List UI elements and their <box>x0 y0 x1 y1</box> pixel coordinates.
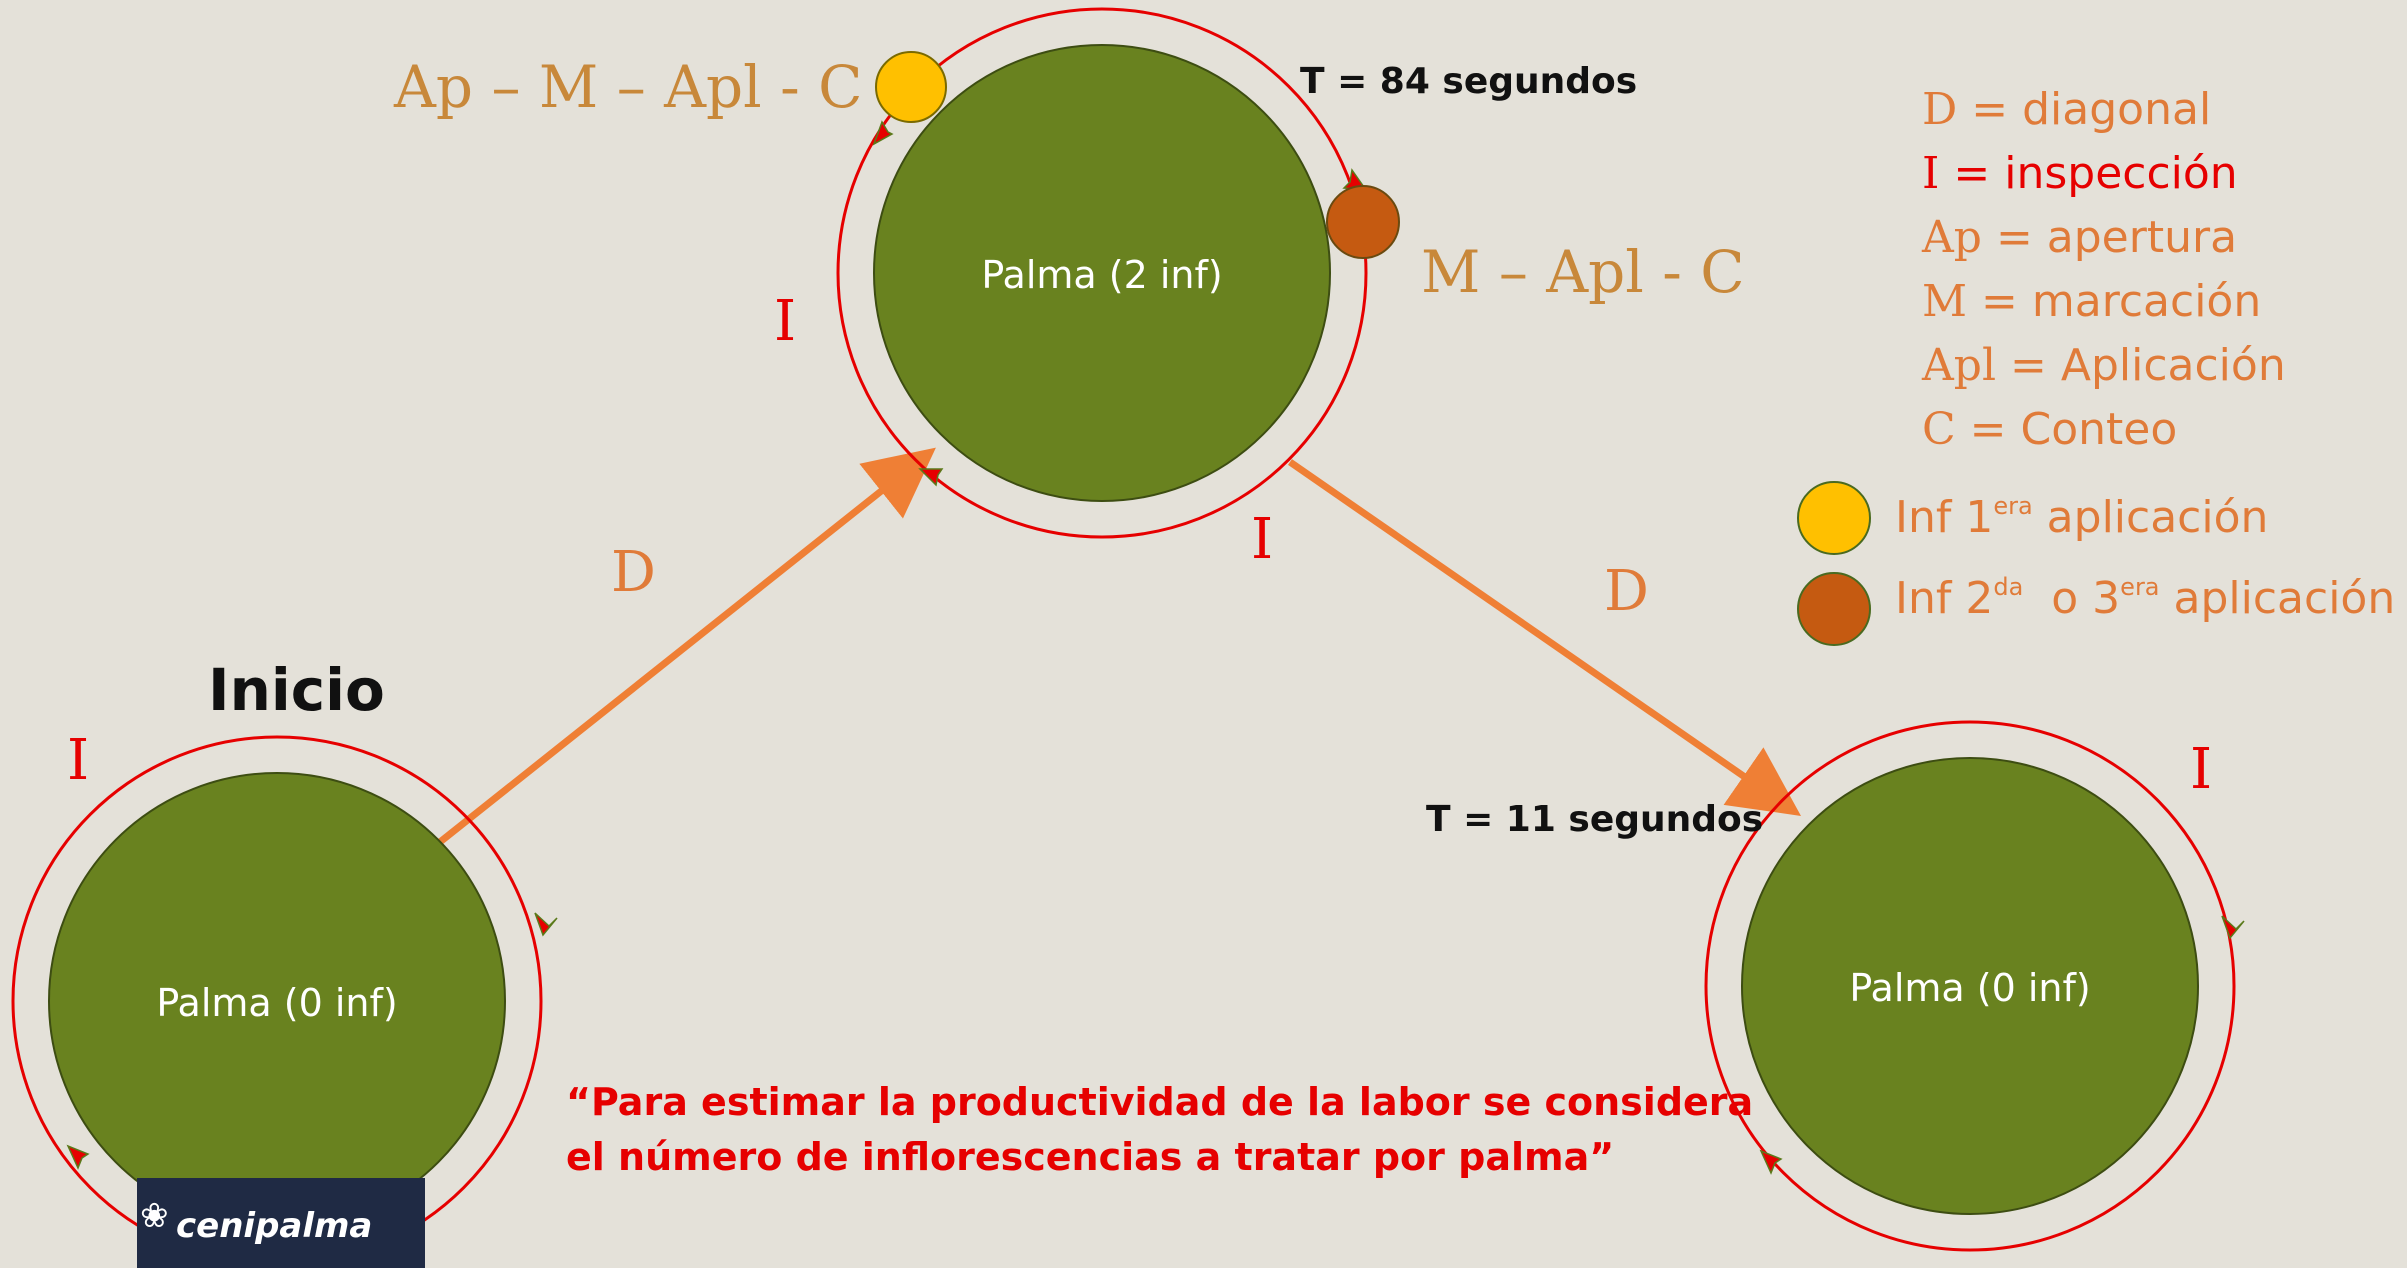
ring-arrowhead <box>1342 168 1368 191</box>
palm-middle <box>873 44 1331 502</box>
inspection-mark-middle-left: I <box>774 289 797 354</box>
legend-inf-first-label: Inf 1era aplicación <box>1895 494 2268 540</box>
palm-end <box>1741 757 2199 1215</box>
ring-arrowhead <box>872 120 894 146</box>
legend-inf-second-sup: da <box>1993 573 2024 601</box>
inspection-ring-end <box>1704 720 2236 1252</box>
inspection-mark-middle-right: I <box>1251 507 1274 572</box>
ring-arrow-markers <box>66 120 2245 1175</box>
legend-desc: = Aplicación <box>1996 340 2286 391</box>
time-label-middle: T = 84 segundos <box>1300 61 1638 102</box>
diagonal-mark-1: D <box>611 540 656 605</box>
legend-key: Ap <box>1922 212 1982 263</box>
legend-desc: = diagonal <box>1957 84 2212 135</box>
legend-key: I <box>1922 148 1940 199</box>
ring-arrowhead <box>918 468 944 487</box>
cenipalma-logo <box>137 1178 425 1268</box>
legend-key: C <box>1922 404 1956 455</box>
ring-arrowhead <box>1759 1149 1783 1175</box>
legend-item-aplicacion: Apl = Aplicación <box>1922 344 2286 388</box>
task-sequence-first: Ap – M – Apl - C <box>394 53 863 121</box>
legend-desc: = inspección <box>1939 148 2238 199</box>
legend-key: Apl <box>1922 340 1997 391</box>
start-label: Inicio <box>208 656 385 724</box>
inspection-mark-end: I <box>2190 737 2213 802</box>
quote-line-2: el número de inflorescencias a tratar po… <box>566 1135 1615 1179</box>
legend-item-apertura: Ap = apertura <box>1922 216 2237 260</box>
diagonal-arrow-2 <box>1288 459 1802 816</box>
diagonal-arrow-1 <box>437 447 936 845</box>
legend-desc: = Conteo <box>1955 404 2178 455</box>
palm-end-label: Palma (0 inf) <box>1849 966 2091 1010</box>
palm-middle-label: Palma (2 inf) <box>981 253 1223 297</box>
ring-arrowhead <box>2221 915 2245 940</box>
legend-inf-second-base: Inf 2 <box>1895 573 1994 624</box>
inflorescence-second-marker <box>1326 185 1400 259</box>
time-label-end: T = 11 segundos <box>1426 799 1764 840</box>
legend-item-conteo: C = Conteo <box>1922 408 2177 452</box>
inflorescence-first-marker <box>875 51 947 123</box>
logo-text: cenipalma <box>176 1206 373 1246</box>
inspection-mark-start: I <box>67 728 90 793</box>
palm-start-label: Palma (0 inf) <box>156 981 398 1025</box>
legend-key: M <box>1922 276 1968 327</box>
legend-inf-first-symbol <box>1797 481 1871 555</box>
legend-item-diagonal: D = diagonal <box>1922 88 2211 132</box>
diagonal-mark-2: D <box>1604 559 1649 624</box>
palm-logo-icon: ❀ <box>140 1196 169 1236</box>
legend-item-inspeccion: I = inspección <box>1922 152 2238 196</box>
legend-item-marcacion: M = marcación <box>1922 280 2261 324</box>
legend-desc: = marcación <box>1967 276 2262 327</box>
legend-inf-first-sup: era <box>1993 492 2033 520</box>
legend-desc: = apertura <box>1981 212 2238 263</box>
quote-line-1: “Para estimar la productividad de la lab… <box>566 1080 1754 1124</box>
legend-inf-second-symbol <box>1797 572 1871 646</box>
legend-inf-second-label: Inf 2da o 3era aplicación <box>1895 575 2395 621</box>
inspection-ring-middle <box>836 7 1368 539</box>
ring-arrowhead <box>66 1144 90 1170</box>
quote-note: “Para estimar la productividad de la lab… <box>566 1075 1753 1185</box>
legend-inf-first-rest: aplicación <box>2032 492 2269 543</box>
ring-arrowhead <box>534 912 558 937</box>
legend-inf-second-mid: o 3 <box>2023 573 2121 624</box>
legend-inf-second-sup2: era <box>2120 573 2160 601</box>
legend-key: D <box>1922 84 1958 135</box>
legend-inf-second-rest: aplicación <box>2159 573 2396 624</box>
task-sequence-second: M – Apl - C <box>1421 238 1745 306</box>
legend-inf-first-base: Inf 1 <box>1895 492 1994 543</box>
